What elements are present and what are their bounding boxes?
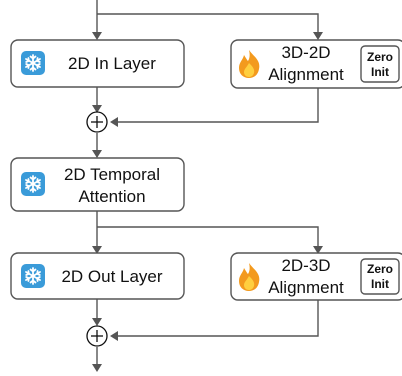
zero-init-badge-line2: Init [371,65,389,79]
in-layer-label: 2D In Layer [68,54,156,73]
in-layer-block: 2D In Layer [10,39,185,88]
connectors [92,0,323,372]
temporal-attention-label-1: 2D Temporal [64,165,160,184]
snowflake-icon [20,171,46,197]
alignment-2d3d-label-2: Alignment [268,278,344,297]
snowflake-icon [20,50,46,76]
zero-init-badge [360,258,400,295]
zero-init-badge-line1: Zero [367,262,393,276]
zero-init-badge-line2: Init [371,277,389,291]
out-layer-label: 2D Out Layer [61,267,162,286]
out-layer-block: 2D Out Layer [10,252,185,300]
zero-init-badge [360,45,400,83]
temporal-attention-label-2: Attention [78,187,145,206]
zero-init-badge-line1: Zero [367,50,393,64]
alignment-3d2d-label-1: 3D-2D [281,43,330,62]
snowflake-icon [20,263,46,289]
add-node-1 [86,111,108,133]
add-node-2 [86,325,108,347]
alignment-3d2d-block: 3D-2D Alignment Zero Init [230,39,402,89]
alignment-2d3d-block: 2D-3D Alignment Zero Init [230,252,402,301]
alignment-2d3d-label-1: 2D-3D [281,256,330,275]
temporal-attention-block: 2D Temporal Attention [10,157,185,212]
alignment-3d2d-label-2: Alignment [268,65,344,84]
